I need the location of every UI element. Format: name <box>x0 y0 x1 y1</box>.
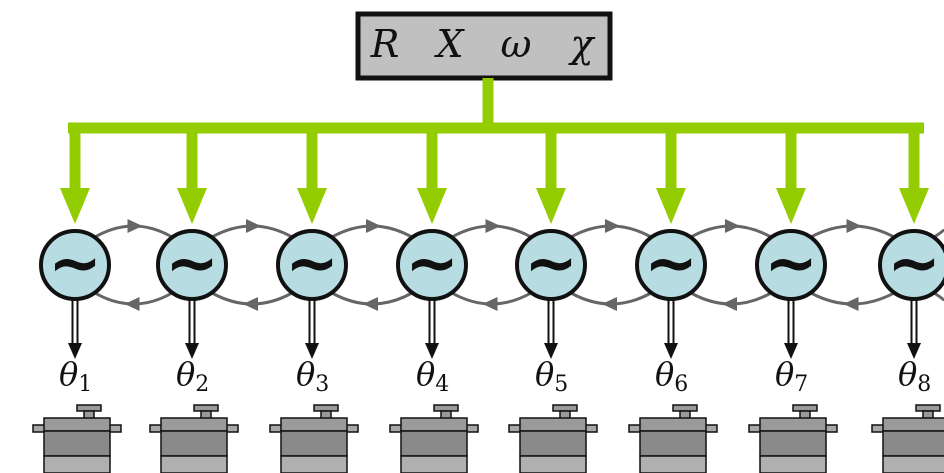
theta-label-7: θ7 <box>775 355 808 397</box>
oscillator-circle <box>396 229 468 301</box>
output-arrow-4 <box>425 299 439 359</box>
oscillator-circle <box>276 229 348 301</box>
coupling-backward-6-5 <box>570 291 652 311</box>
oscillator-circle <box>755 229 827 301</box>
theta-label-5: θ5 <box>535 355 568 397</box>
oscillator-1: ~ <box>39 227 111 301</box>
oscillator-4: ~ <box>396 227 468 301</box>
coupling-forward-3-4 <box>331 219 413 239</box>
coupling-forward-6-7 <box>690 219 772 239</box>
servo-motor-2 <box>149 404 239 473</box>
broadcast-bus <box>68 78 924 134</box>
tilde-symbol: ~ <box>887 227 941 301</box>
param-x-label: X <box>433 22 465 66</box>
servo-motor-1 <box>32 404 122 473</box>
coupling-forward-7-8 <box>810 219 895 239</box>
coupling-backward-5-4 <box>451 291 532 311</box>
output-arrow-2 <box>185 299 199 359</box>
output-arrow-7 <box>784 299 798 359</box>
param-chi-label: χ <box>567 22 595 66</box>
output-arrow-5 <box>544 299 558 359</box>
servo-motor-3 <box>269 404 359 473</box>
theta-label-6: θ6 <box>655 355 688 397</box>
oscillator-2: ~ <box>156 227 228 301</box>
oscillator-circle <box>515 229 587 301</box>
theta-label-3: θ3 <box>296 355 329 397</box>
coupling-backward-3-2 <box>211 291 293 311</box>
oscillator-circle <box>878 229 944 301</box>
tilde-symbol: ~ <box>48 227 102 301</box>
oscillator-7: ~ <box>755 227 827 301</box>
theta-label-4: θ4 <box>416 355 449 397</box>
output-arrow-1 <box>68 299 82 359</box>
broadcast-arrow-5 <box>536 124 566 224</box>
coupling-backward-4-3 <box>331 291 413 311</box>
coupling-forward-2-3 <box>211 219 293 239</box>
broadcast-arrow-4 <box>417 124 447 224</box>
broadcast-arrow-6 <box>656 124 686 224</box>
servo-motor-8 <box>871 404 944 473</box>
param-r-label: R <box>370 22 400 66</box>
theta-label-1: θ1 <box>59 355 92 397</box>
tilde-symbol: ~ <box>405 227 459 301</box>
tilde-symbol: ~ <box>285 227 339 301</box>
coupling-backward-7-6 <box>690 291 772 311</box>
param-omega-label: ω <box>501 22 532 66</box>
oscillator-6: ~ <box>635 227 707 301</box>
servo-motor-6 <box>628 404 718 473</box>
tilde-symbol: ~ <box>524 227 578 301</box>
coupling-forward-1-2 <box>94 219 173 239</box>
oscillator-circle <box>39 229 111 301</box>
tilde-symbol: ~ <box>764 227 818 301</box>
servo-motor-4 <box>389 404 479 473</box>
broadcast-arrow-3 <box>297 124 327 224</box>
oscillator-8: ~ <box>878 227 944 301</box>
theta-label-2: θ2 <box>176 355 209 397</box>
oscillator-circle <box>156 229 228 301</box>
tilde-symbol: ~ <box>165 227 219 301</box>
servo-motor-7 <box>748 404 838 473</box>
coupling-backward-8-7 <box>810 291 895 311</box>
coupling-backward-2-1 <box>94 291 173 311</box>
oscillator-5: ~ <box>515 227 587 301</box>
parameter-box: R X ω χ <box>355 11 613 81</box>
tilde-symbol: ~ <box>644 227 698 301</box>
coupling-forward-4-5 <box>451 219 532 239</box>
coupling-forward-5-6 <box>570 219 652 239</box>
theta-label-8: θ8 <box>898 355 931 397</box>
output-arrow-8 <box>907 299 921 359</box>
oscillator-circle <box>635 229 707 301</box>
broadcast-arrow-1 <box>60 124 90 224</box>
output-arrow-3 <box>305 299 319 359</box>
servo-motor-5 <box>508 404 598 473</box>
broadcast-arrow-8 <box>899 124 929 224</box>
coupling-arrows <box>94 219 944 311</box>
output-arrow-6 <box>664 299 678 359</box>
broadcast-arrow-7 <box>776 124 806 224</box>
broadcast-arrow-2 <box>177 124 207 224</box>
oscillator-3: ~ <box>276 227 348 301</box>
